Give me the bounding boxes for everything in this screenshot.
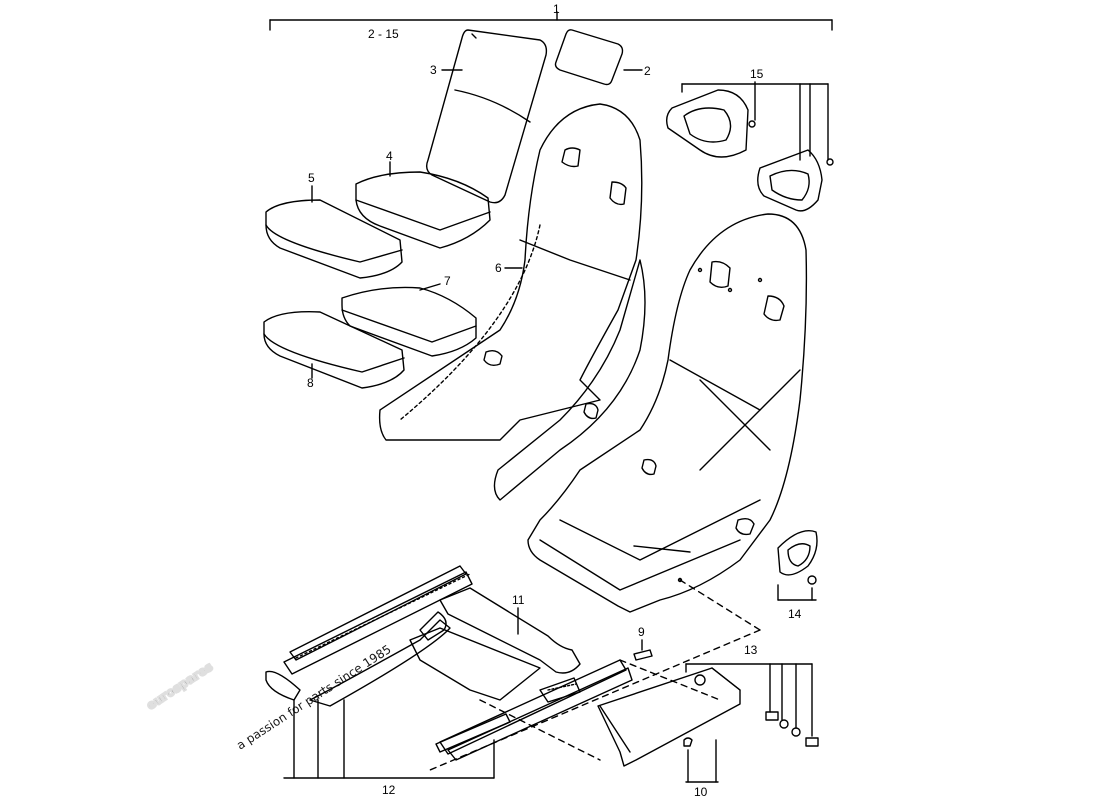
seat-cover-part-6 xyxy=(378,103,643,441)
seat-shell-main xyxy=(527,213,808,613)
seat-cushion-part-7 xyxy=(341,283,477,357)
callout-5-label: 5 xyxy=(308,171,315,185)
seat-rail-part-12 xyxy=(265,565,495,779)
seat-rail-right xyxy=(435,659,633,761)
backrest-pad-part xyxy=(425,29,548,204)
callout-15-label: 15 xyxy=(750,67,764,81)
seat-shell-back xyxy=(493,259,646,501)
callout-6-label: 6 xyxy=(495,261,502,275)
callout-2-15-label: 2 - 15 xyxy=(368,27,399,41)
callout-4-label: 4 xyxy=(386,149,393,163)
callout-8-label: 8 xyxy=(307,376,314,390)
cushion-block-part-5 xyxy=(265,185,403,279)
callout-13-label: 13 xyxy=(744,643,758,657)
callout-10-label: 10 xyxy=(694,785,708,799)
bracket-part-14 xyxy=(777,530,818,601)
callout-11-label: 11 xyxy=(512,593,525,607)
seat-cushion-part-4 xyxy=(355,161,491,249)
mounting-bracket-part-10 xyxy=(597,667,741,783)
callout-1-bracket xyxy=(269,11,833,31)
watermark-brand: eurospares xyxy=(144,659,215,712)
callout-labels: 1 2 - 15 2 3 4 5 6 7 8 9 10 11 12 13 14 … xyxy=(307,2,802,799)
callout-3-label: 3 xyxy=(430,63,437,77)
callout-2-label: 2 xyxy=(644,64,651,78)
callout-14-label: 14 xyxy=(788,607,802,621)
callout-12-label: 12 xyxy=(382,783,396,797)
assembly-lines xyxy=(429,579,761,771)
clip-part-9 xyxy=(633,639,653,661)
belt-guide-part-15 xyxy=(665,81,834,212)
crossbar-part-11 xyxy=(409,587,581,701)
fasteners-part-13 xyxy=(685,663,819,747)
cushion-block-part-8 xyxy=(263,311,405,389)
watermark: eurospares a passion for parts since 198… xyxy=(143,642,394,752)
callout-7-label: 7 xyxy=(444,274,451,288)
callout-9-label: 9 xyxy=(638,625,645,639)
small-pad-part xyxy=(554,29,643,86)
callout-1-label: 1 xyxy=(553,2,560,16)
